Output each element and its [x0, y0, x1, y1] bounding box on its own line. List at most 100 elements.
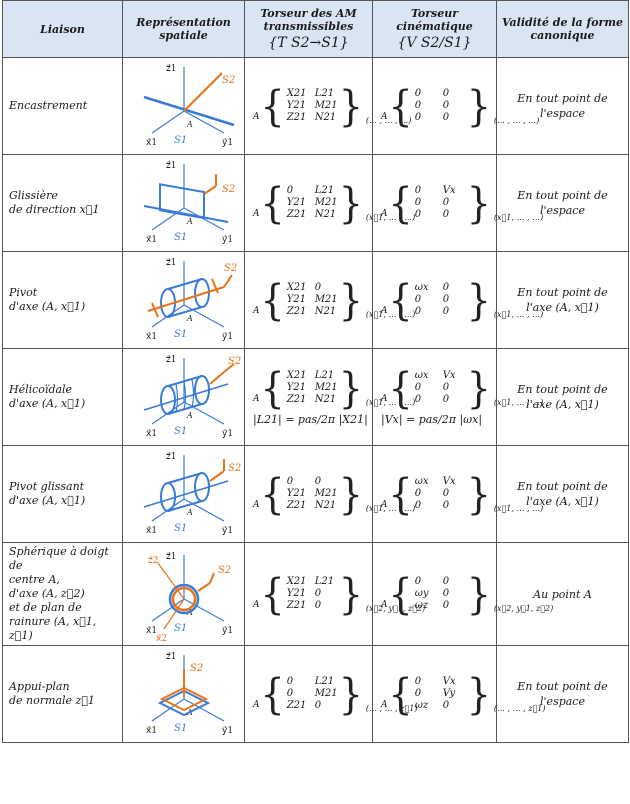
label-s2: S2 [222, 75, 235, 86]
label-a: A [186, 217, 193, 226]
kinematic-point: A [381, 700, 388, 710]
label-x1: x⃗1 [145, 235, 156, 245]
label-y1: y⃗1 [221, 726, 232, 736]
label-a: A [186, 120, 193, 129]
static-base: (x⃗1, … , …) [365, 310, 416, 319]
label-s1: S1 [174, 329, 187, 340]
kinematic-base: (x⃗1, … , …) [493, 397, 544, 407]
liaisons-table: Liaison Représentation spatiale Torseur … [2, 0, 629, 743]
label-s2: S2 [190, 663, 203, 674]
diagram-svg: z⃗1 x⃗1 y⃗1 S1 AS2 [143, 355, 241, 439]
diagram-svg: z⃗1 x⃗1 y⃗1 S1 Az⃗2x⃗2S2 [145, 552, 232, 641]
validity-cell: Au point A [496, 542, 629, 646]
diagram-svg: z⃗1 x⃗1 y⃗1 S1 AS2 [143, 64, 235, 148]
static-base: (… , … , …) [365, 116, 412, 125]
label-s1: S1 [174, 426, 187, 437]
label-y1: y⃗1 [221, 235, 232, 245]
label-y1: y⃗1 [221, 138, 232, 148]
kinematic-base: (… , … , z⃗1) [493, 704, 546, 713]
label-x1: x⃗1 [145, 726, 156, 736]
label-s1: S1 [174, 623, 187, 634]
kinematic-base: (x⃗1, … , …) [493, 504, 544, 513]
label-z1: z⃗1 [165, 552, 176, 562]
kinematic-point: A [381, 600, 388, 610]
static-base: (… , … , z⃗1) [365, 704, 418, 713]
static-relation: |L21| = pas/2π |X21| [253, 412, 368, 426]
header-representation: Représentation spatiale [122, 0, 245, 58]
kinematic-base: (x⃗1, … , …) [493, 213, 544, 222]
label-s1: S1 [174, 723, 187, 734]
label-s2: S2 [218, 565, 231, 576]
spatial-representation: z⃗1 x⃗1 y⃗1 S1 A S2 [122, 154, 245, 252]
label-x2: x⃗2 [155, 634, 166, 641]
static-point: A [253, 112, 260, 122]
kinematic-base: (x⃗1, … , …) [493, 310, 544, 319]
kinematic-point: A [381, 112, 388, 122]
liaison-name: Encastrement [2, 57, 123, 155]
diagram-svg: z⃗1 x⃗1 y⃗1 S1 A S2 [143, 161, 235, 245]
label-z1: z⃗1 [165, 64, 176, 74]
label-s2: S2 [224, 263, 237, 274]
label-z1: z⃗1 [165, 355, 176, 365]
static-point: A [253, 306, 260, 316]
diagram-svg: z⃗1 x⃗1 y⃗1 S1 AS2 [143, 452, 241, 536]
label-z1: z⃗1 [165, 161, 176, 171]
header-kinematic-torsor: Torseur cinématique{V S2/S1} [372, 0, 497, 58]
label-s2: S2 [222, 184, 235, 195]
label-y1: y⃗1 [221, 526, 232, 536]
label-s2: S2 [228, 356, 241, 367]
label-x1: x⃗1 [145, 429, 156, 439]
static-base: (x⃗2, y⃗1, z⃗2) [365, 604, 426, 613]
label-s1: S1 [174, 523, 187, 534]
kinematic-base: (x⃗2, y⃗1, z⃗2) [493, 604, 554, 613]
label-s2: S2 [228, 463, 241, 474]
label-s1: S1 [174, 232, 187, 243]
kinematic-point: A [381, 500, 388, 510]
label-x1: x⃗1 [145, 526, 156, 536]
label-a: A [186, 314, 193, 323]
static-base: (x⃗1, … , …) [365, 504, 416, 513]
header-liaison: Liaison [2, 0, 123, 58]
